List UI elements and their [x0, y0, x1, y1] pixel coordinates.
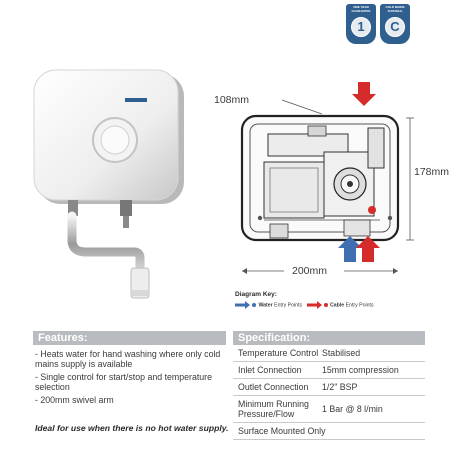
width-dimension-label: 200mm	[292, 265, 328, 277]
diagram-key-row: Water Entry Points Cable Entry Points	[235, 301, 374, 309]
cable-entry-dot	[368, 206, 376, 214]
spec-value: 1 Bar @ 8 l/min	[322, 404, 383, 414]
spec-row: Minimum Running Pressure/Flow 1 Bar @ 8 …	[233, 396, 425, 423]
spec-row: Temperature Control Stabilised	[233, 345, 425, 362]
spec-value: 15mm compression	[322, 365, 399, 375]
cable-entry-arrow-top	[352, 82, 376, 106]
spec-row: Inlet Connection 15mm compression	[233, 362, 425, 379]
spec-label: Inlet Connection	[238, 365, 302, 375]
spec-value: 1/2" BSP	[322, 382, 358, 392]
depth-dimension-label: 108mm	[214, 94, 250, 106]
spec-label: Minimum Running Pressure/Flow	[238, 399, 309, 419]
water-arrow-icon	[235, 301, 256, 309]
water-key-text: Entry Points	[272, 302, 303, 309]
dimension-diagram	[240, 82, 414, 274]
features-heading: Features:	[33, 331, 226, 345]
spec-row: Surface Mounted Only	[233, 423, 425, 440]
specification-table: Temperature Control Stabilised Inlet Con…	[233, 345, 425, 440]
specification-heading: Specification:	[233, 331, 425, 345]
guarantee-badge-text: ONE YEAR GUARANTEE	[351, 5, 371, 13]
cable-key-text: Entry Points	[344, 302, 374, 309]
cold-mains-badge: COLD MAINS SUITABLE C	[380, 4, 410, 44]
cold-mains-badge-glyph: C	[385, 17, 405, 37]
spec-label: Surface Mounted Only	[238, 426, 326, 436]
cable-key-label: Cable	[330, 302, 345, 309]
water-heater-photo	[33, 69, 184, 299]
cold-mains-badge-text: COLD MAINS SUITABLE	[385, 5, 405, 13]
water-entry-arrow	[338, 236, 362, 262]
features-list: - Heats water for hand washing where onl…	[35, 349, 225, 407]
spec-label: Temperature Control	[238, 348, 319, 358]
spec-label: Outlet Connection	[238, 382, 309, 392]
feature-item: - 200mm swivel arm	[35, 394, 114, 405]
depth-dimension-line	[281, 99, 323, 115]
spec-value	[326, 423, 425, 439]
spec-row: Outlet Connection 1/2" BSP	[233, 379, 425, 396]
diagram-key-title: Diagram Key:	[235, 291, 277, 298]
spec-value: Stabilised	[322, 348, 361, 358]
cable-entry-arrow-bottom	[356, 236, 380, 262]
feature-item: - Heats water for hand washing where onl…	[35, 349, 221, 370]
height-dimension-label: 178mm	[414, 166, 450, 178]
guarantee-badge-glyph: 1	[351, 17, 371, 37]
water-key-label: Water	[258, 302, 273, 309]
feature-item: - Single control for start/stop and temp…	[35, 371, 213, 393]
guarantee-badge: ONE YEAR GUARANTEE 1	[346, 4, 376, 44]
cable-arrow-icon	[306, 301, 328, 309]
features-note: Ideal for use when there is no hot water…	[35, 423, 229, 433]
